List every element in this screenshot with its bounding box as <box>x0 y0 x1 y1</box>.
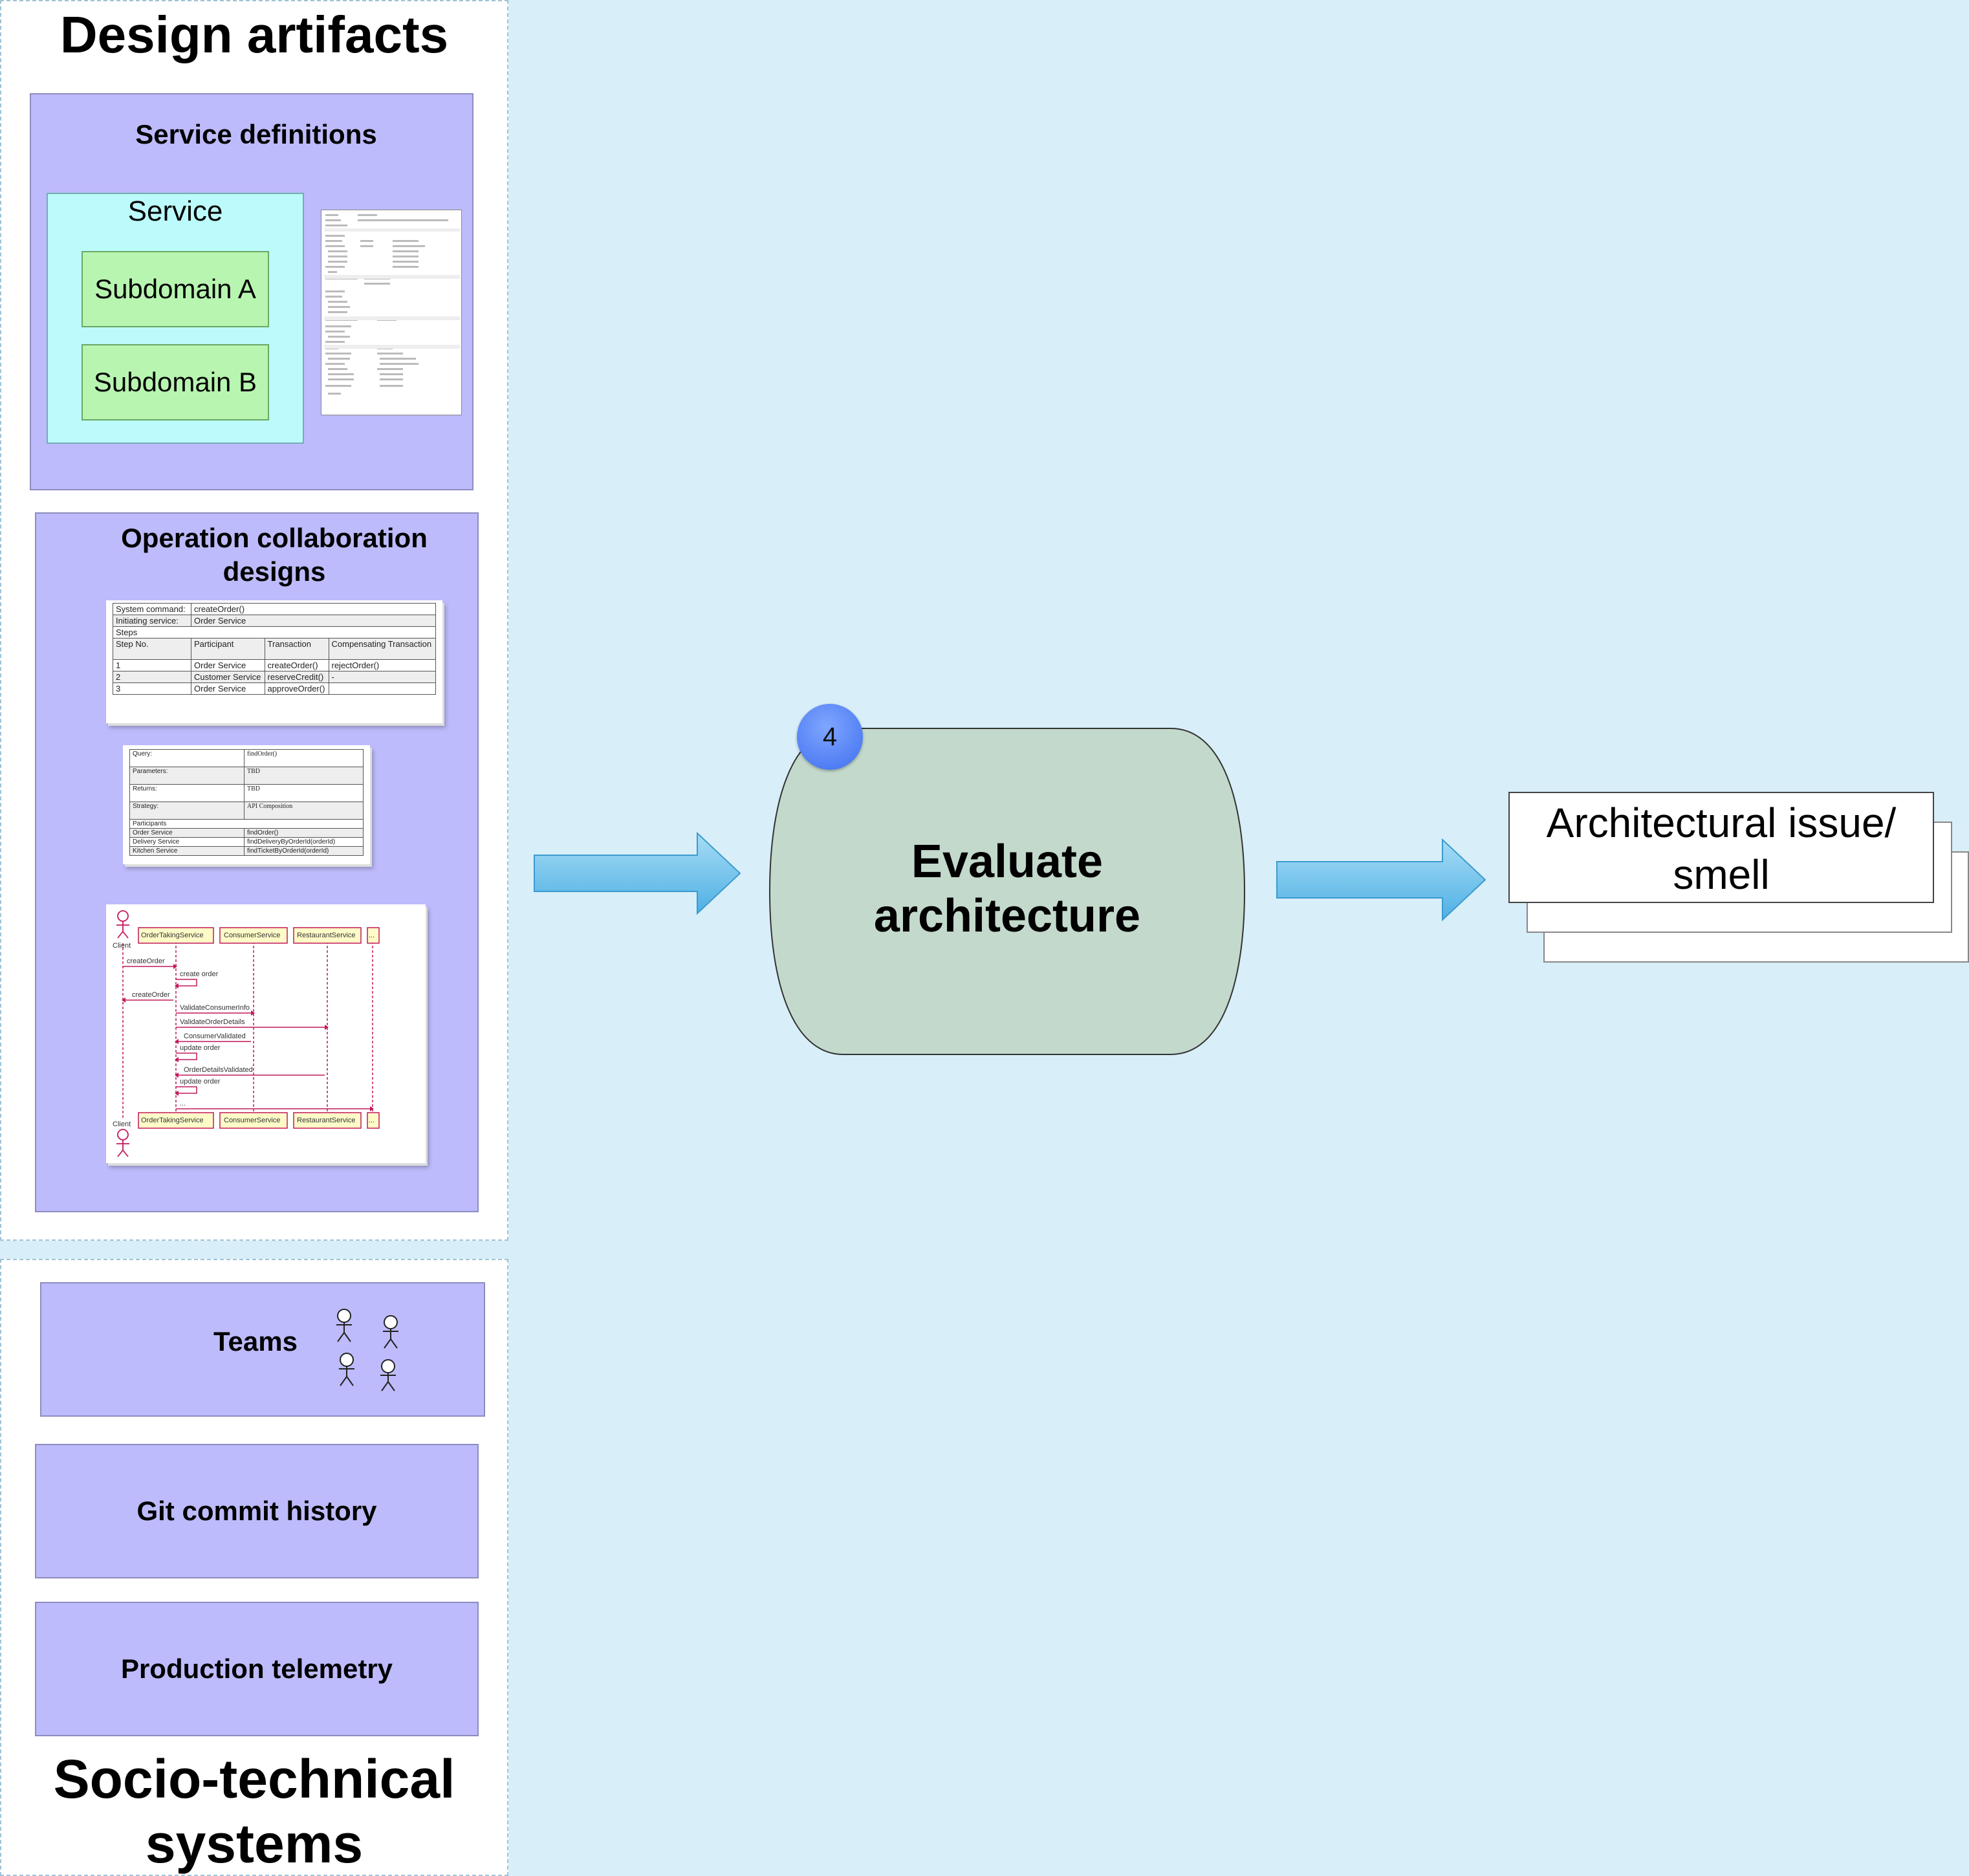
sequence-message: ValidateOrderDetails <box>180 1018 245 1026</box>
step-cell: Order Service <box>191 659 265 671</box>
sequence-participant: OrderTakingService <box>141 932 204 939</box>
system-command-label: System command: <box>113 603 191 615</box>
query-cell: TBD <box>244 767 364 785</box>
sequence-diagram-graphics <box>116 910 380 1157</box>
query-cell: findOrder() <box>244 749 364 767</box>
step-number-badge: 4 <box>797 704 863 770</box>
step-number: 4 <box>822 722 838 751</box>
sequence-message: OrderDetailsValidated <box>184 1066 253 1074</box>
sequence-participant: ... <box>369 932 375 939</box>
participant-cell: Order Service <box>129 828 245 838</box>
operation-collaboration-title-line2: designs <box>223 556 326 587</box>
query-cell: TBD <box>244 784 364 802</box>
participant-cell: findTicketByOrderId(orderId) <box>244 846 364 856</box>
command-saga-table: System command:createOrder() Initiating … <box>106 600 442 723</box>
socio-technical-title-line1: Socio-technical <box>53 1749 455 1809</box>
sequence-message: ValidateConsumerInfo <box>180 1004 250 1012</box>
query-cell: API Composition <box>244 802 364 820</box>
production-telemetry-box: Production telemetry <box>35 1602 479 1736</box>
step-cell: 2 <box>113 671 191 683</box>
sequence-message: createOrder <box>132 991 170 999</box>
steps-header: Transaction <box>264 638 329 660</box>
participant-cell: findDeliveryByOrderId(orderId) <box>244 837 364 847</box>
operation-collaboration-title-line1: Operation collaboration <box>121 523 428 553</box>
evaluate-architecture-label-line1: Evaluate <box>911 836 1104 888</box>
design-artifacts-title: Design artifacts <box>60 6 449 63</box>
sequence-participant: RestaurantService <box>297 1117 356 1124</box>
step-cell: rejectOrder() <box>328 659 436 671</box>
architectural-issue-card: Architectural issue/ smell <box>1508 792 1934 903</box>
sequence-message: ... <box>180 1100 186 1107</box>
sequence-participant: ConsumerService <box>224 1117 281 1124</box>
output-arrow <box>1276 838 1486 922</box>
sequence-participant: ... <box>369 1117 375 1124</box>
sequence-message: createOrder <box>127 957 165 965</box>
query-design-table: Query:findOrder() Parameters:TBD Returns… <box>123 745 370 864</box>
steps-header: Participant <box>191 638 265 660</box>
git-commit-history-box: Git commit history <box>35 1444 479 1578</box>
subdomain-b-box: Subdomain B <box>82 344 269 420</box>
participant-cell: Kitchen Service <box>129 846 245 856</box>
team-members-icon <box>336 1309 398 1391</box>
steps-label: Steps <box>113 626 436 638</box>
query-cell: Returns: <box>129 784 245 802</box>
initiating-service-value: Order Service <box>191 615 436 627</box>
architectural-issue-label-line1: Architectural issue/ <box>1546 800 1897 846</box>
steps-header: Step No. <box>113 638 191 660</box>
step-cell: Customer Service <box>191 671 265 683</box>
initiating-service-label: Initiating service: <box>113 615 191 627</box>
sequence-participant: OrderTakingService <box>141 1117 204 1124</box>
step-cell: createOrder() <box>264 659 329 671</box>
service-spec-document <box>321 210 462 415</box>
participant-cell: findOrder() <box>244 828 364 838</box>
evaluate-architecture-label-line2: architecture <box>873 890 1141 942</box>
step-cell <box>328 682 436 695</box>
sequence-message: ConsumerValidated <box>184 1032 246 1040</box>
step-cell: 1 <box>113 659 191 671</box>
sequence-participant: RestaurantService <box>297 932 356 939</box>
production-telemetry-label: Production telemetry <box>120 1653 393 1684</box>
step-cell: 3 <box>113 682 191 695</box>
sequence-message: update order <box>180 1078 221 1085</box>
system-command-value: createOrder() <box>191 603 436 615</box>
step-cell: approveOrder() <box>264 682 329 695</box>
subdomain-a-box: Subdomain A <box>82 251 269 327</box>
evaluate-architecture-shape <box>768 728 1246 1055</box>
step-cell: - <box>328 671 436 683</box>
sequence-client-label: Client <box>113 1120 131 1128</box>
sequence-diagram: Client Client OrderTakingService Consume… <box>106 904 426 1163</box>
teams-label: Teams <box>213 1326 298 1357</box>
service-spec-document-lines <box>324 214 460 395</box>
query-cell: Parameters: <box>129 767 245 785</box>
steps-header: Compensating Transaction <box>328 638 436 660</box>
command-saga-grid: System command:createOrder() Initiating … <box>113 603 436 695</box>
input-arrow <box>534 831 741 915</box>
git-commit-history-label: Git commit history <box>136 1496 377 1526</box>
step-cell: Order Service <box>191 682 265 695</box>
service-label: Service <box>127 195 223 227</box>
service-definitions-title: Service definitions <box>135 119 377 149</box>
sequence-message: create order <box>180 970 219 978</box>
architectural-issue-label-line2: smell <box>1673 851 1770 898</box>
query-cell: Strategy: <box>129 802 245 820</box>
step-cell: reserveCredit() <box>264 671 329 683</box>
participant-cell: Delivery Service <box>129 837 245 847</box>
teams-box <box>40 1282 485 1417</box>
socio-technical-title-line2: systems <box>145 1813 364 1874</box>
sequence-client-label: Client <box>113 942 131 950</box>
query-cell: Query: <box>129 749 245 767</box>
participants-label: Participants <box>129 819 364 829</box>
sequence-message: update order <box>180 1044 221 1052</box>
query-grid: Query:findOrder() Parameters:TBD Returns… <box>129 749 364 856</box>
sequence-participant: ConsumerService <box>224 932 281 939</box>
